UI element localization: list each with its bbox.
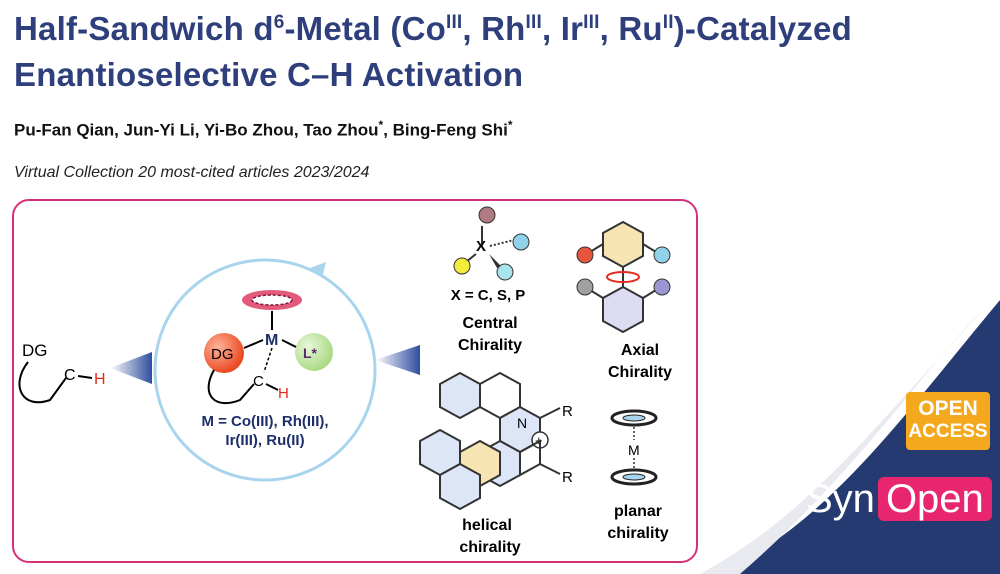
title-text: -Metal (Co <box>284 10 446 47</box>
title-text: , Rh <box>462 10 526 47</box>
helical-ring-4b <box>519 439 541 477</box>
authors-text: , Bing-Feng Shi <box>383 120 508 140</box>
axial-bond-lr <box>642 289 657 299</box>
substrate-chain <box>18 361 67 404</box>
axial-lower-ring <box>602 285 644 334</box>
axial-label-line1: Axial <box>621 342 659 359</box>
catalyst-dg-label: DG <box>211 346 234 363</box>
chiral-ligand-ball <box>295 333 333 371</box>
central-label-line2: Chirality <box>458 337 522 354</box>
helical-r2-bond <box>539 463 561 475</box>
axial-upper-ring <box>602 220 644 269</box>
ligand-label: L* <box>303 345 318 361</box>
substrate-h-label: H <box>94 371 106 388</box>
corresponding-mark: * <box>378 118 384 132</box>
central-substituent-bottom <box>496 263 514 281</box>
rotation-arrow <box>606 271 640 283</box>
open-access-line1: OPEN <box>918 397 978 420</box>
title-superscript: III <box>445 12 463 33</box>
helical-r1-label: R <box>562 403 573 420</box>
title-text: , Ir <box>541 10 584 47</box>
planar-label-line1: planar <box>614 503 662 520</box>
helical-r2-label: R <box>562 469 573 486</box>
catalytic-cycle-circle <box>153 258 377 482</box>
axial-label-line2: Chirality <box>608 364 672 381</box>
helical-n-label: N <box>517 415 527 431</box>
axial-bond-ur <box>642 243 657 253</box>
axial-substituent-gray <box>576 278 594 296</box>
planar-ring-top-inner <box>622 414 646 422</box>
title-text: Half-Sandwich d <box>14 10 274 47</box>
title-superscript: III <box>583 12 600 33</box>
authors-text: Pu-Fan Qian, Jun-Yi Li, Yi-Bo Zhou, Tao … <box>14 120 379 140</box>
substrate-c-label: C <box>64 367 76 384</box>
axial-substituent-blue <box>653 246 671 264</box>
helical-r1-bond <box>539 407 561 419</box>
metal-c-interaction <box>263 347 273 373</box>
central-atom-label: X <box>476 238 486 255</box>
paper-title: Half-Sandwich d6-Metal (CoIII, RhIII, Ir… <box>14 6 989 98</box>
ligand-metal-bond <box>281 339 297 348</box>
title-superscript: II <box>662 12 674 33</box>
central-substituent-top <box>478 206 496 224</box>
axial-substituent-red <box>576 246 594 264</box>
central-bond-hashed <box>489 239 515 247</box>
open-access-line2: ACCESS <box>908 421 988 442</box>
helical-ring-7 <box>439 462 481 511</box>
reaction-arrow-1 <box>110 352 152 384</box>
journal-name-part2: Open <box>877 477 992 521</box>
catalyst-h-label: H <box>278 385 289 402</box>
catalyst-chain <box>207 369 255 405</box>
substrate-ch-bond <box>77 375 93 379</box>
planar-ring-bottom-inner <box>622 473 646 481</box>
catalyst-c-label: C <box>253 373 264 390</box>
directing-group-ball <box>204 333 244 373</box>
helical-label-line1: helical <box>462 517 512 534</box>
central-bond-wedge <box>489 254 501 268</box>
metal-list-line1: M = Co(III), Rh(III), <box>201 413 328 430</box>
axial-substituent-purple <box>653 278 671 296</box>
title-superscript: III <box>525 12 542 33</box>
corresponding-mark: * <box>507 118 513 132</box>
title-text: )-Catalyzed Enantioselective C–H Activat… <box>14 10 852 93</box>
planar-label-line2: chirality <box>607 525 668 542</box>
cycle-arrowhead <box>310 262 326 278</box>
cp-ring-inner <box>251 294 293 306</box>
dg-metal-bond <box>243 339 264 349</box>
collection-note: Virtual Collection 20 most-cited article… <box>14 164 370 181</box>
helical-charge-label: + <box>535 433 543 448</box>
metal-label: M <box>265 332 278 349</box>
reaction-arrow-2 <box>375 345 420 375</box>
catalyst-ch-bond <box>265 383 279 391</box>
journal-name-part1: Syn <box>806 477 875 521</box>
helical-label-line2: chirality <box>459 539 520 556</box>
author-list: Pu-Fan Qian, Jun-Yi Li, Yi-Bo Zhou, Tao … <box>14 118 513 141</box>
title-text: , Ru <box>599 10 663 47</box>
open-access-badge: OPEN ACCESS <box>906 392 990 450</box>
central-definition: X = C, S, P <box>451 287 526 304</box>
central-substituent-left <box>453 257 471 275</box>
central-label-line1: Central <box>462 315 517 332</box>
metal-list-line2: Ir(III), Ru(II) <box>225 432 304 449</box>
planar-metal-label: M <box>628 442 640 458</box>
title-superscript: 6 <box>273 12 285 33</box>
central-substituent-right <box>512 233 530 251</box>
substrate-dg-label: DG <box>22 341 48 360</box>
helical-ring-1 <box>439 371 481 420</box>
